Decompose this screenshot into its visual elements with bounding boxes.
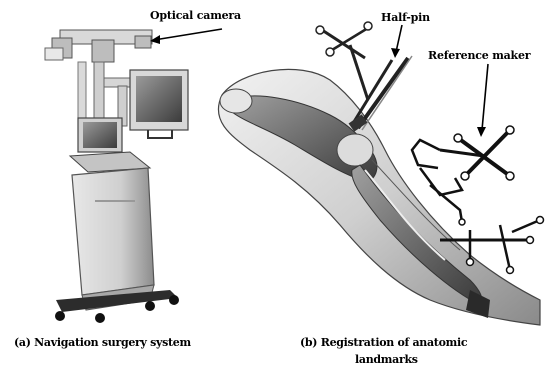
half-pin-label: Half-pin [381,12,430,23]
knee-joint [337,134,373,166]
reference-marker [412,126,514,225]
wheel [145,301,155,311]
cart-body [72,168,154,295]
upper-monitor-screen [136,76,182,122]
caption-right-line2: landmarks [355,354,418,365]
camera-lens-center [92,40,114,62]
caption-right-line1: (b) Registration of anatomic [300,337,467,348]
femoral-head [220,89,252,113]
leg-registration-illustration [218,69,540,325]
optical-camera-label: Optical camera [150,10,241,21]
camera-lens-right [135,36,151,48]
wheel [169,295,179,305]
arrow-icon [477,64,488,137]
reference-maker-label: Reference maker [428,50,530,61]
caption-left: (a) Navigation surgery system [14,337,191,348]
arrow-icon [391,25,402,58]
wheel [55,311,65,321]
navigation-system-illustration [45,30,188,323]
laptop-screen [83,122,117,148]
arrow-icon [150,29,222,44]
wheel [95,313,105,323]
